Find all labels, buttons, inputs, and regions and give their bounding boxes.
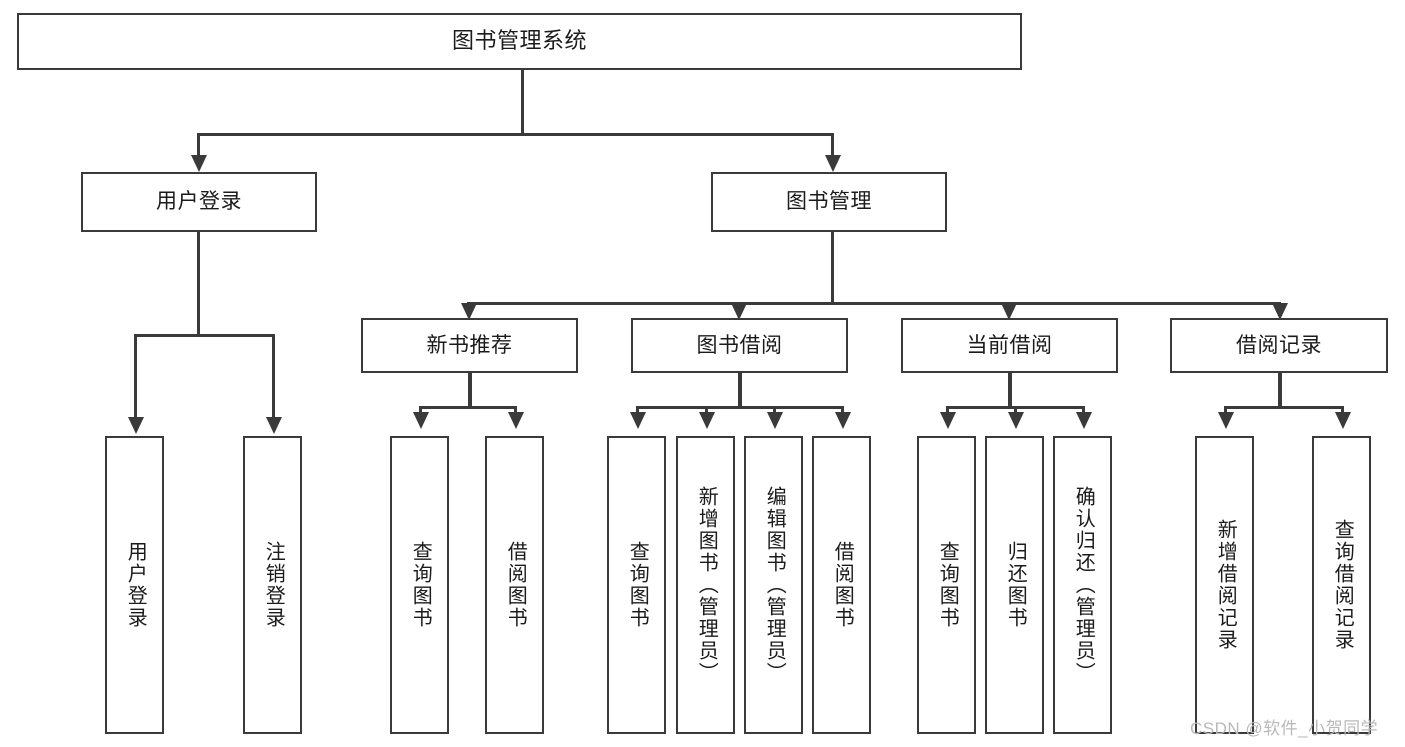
arrow-current-borrow-to-leaf-1 [940,412,956,429]
edge-root-to-book-manage [831,133,834,158]
arrow-current-borrow-to-leaf-3 [1076,412,1092,429]
edge-book-borrow-stem [738,373,742,409]
leaf-return-book-label: 归还图书 [1004,541,1027,629]
node-book-borrow-label: 图书借阅 [696,333,783,357]
leaf-borrow-book-1[interactable]: 借阅图书 [485,436,544,734]
leaf-edit-book[interactable]: 编辑图书（管理员） [744,436,803,734]
edge-user-login-to-leaf-2 [272,334,275,419]
arrow-root-to-book-manage [825,155,841,172]
edge-book-borrow-to-leaf-2 [705,406,708,417]
edge-book-manage-stem [831,232,834,305]
edge-book-manage-bus [467,302,1281,305]
node-book-borrow[interactable]: 图书借阅 [631,318,848,373]
edge-root-bus [197,133,834,136]
arrow-user-login-to-leaf-1 [128,417,144,434]
leaf-user-logout-label: 注销登录 [262,541,285,629]
leaf-return-book[interactable]: 归还图书 [985,436,1044,734]
node-user-login-label: 用户登录 [156,190,242,214]
leaf-add-book-label: 新增图书（管理员） [695,486,718,684]
arrow-book-borrow-to-leaf-3 [767,412,783,429]
leaf-borrow-book-2-label: 借阅图书 [831,541,854,629]
node-new-book-recommend[interactable]: 新书推荐 [361,318,578,373]
edge-user-login-to-leaf-1 [134,334,137,419]
edge-book-borrow-to-leaf-3 [773,406,776,417]
node-borrow-record-label: 借阅记录 [1236,333,1322,357]
arrow-borrow-record-to-leaf-1 [1218,412,1234,429]
leaf-query-book-3[interactable]: 查询图书 [917,436,976,734]
edge-book-borrow-to-leaf-4 [841,406,844,417]
leaf-query-book-3-label: 查询图书 [936,541,959,629]
edge-root-stem [521,70,524,135]
leaf-query-record-label: 查询借阅记录 [1331,519,1354,651]
arrow-book-manage-to-l2-3 [1001,303,1017,320]
arrow-borrow-record-to-leaf-2 [1335,412,1351,429]
leaf-query-book-1[interactable]: 查询图书 [390,436,449,734]
edge-borrow-record-to-leaf-1 [1224,406,1227,417]
edge-new-book-to-leaf-2 [514,406,517,417]
edge-new-book-stem [468,373,472,409]
arrow-new-book-to-leaf-1 [413,412,429,429]
leaf-confirm-return[interactable]: 确认归还（管理员） [1053,436,1112,734]
leaf-borrow-book-1-label: 借阅图书 [504,541,527,629]
leaf-confirm-return-label: 确认归还（管理员） [1072,486,1095,684]
edge-borrow-record-stem [1278,373,1282,409]
node-book-manage[interactable]: 图书管理 [711,172,947,232]
edge-user-login-stem [197,232,200,337]
edge-current-borrow-to-leaf-2 [1014,406,1017,417]
arrow-book-borrow-to-leaf-1 [630,412,646,429]
arrow-root-to-user-login [191,155,207,172]
edge-book-borrow-bus [636,406,843,409]
leaf-query-record[interactable]: 查询借阅记录 [1312,436,1371,734]
edge-root-to-user-login [197,133,200,158]
edge-new-book-bus [419,406,517,409]
leaf-user-logout[interactable]: 注销登录 [243,436,302,734]
arrow-book-manage-to-l2-1 [461,303,477,320]
arrow-book-borrow-to-leaf-2 [699,412,715,429]
leaf-query-book-1-label: 查询图书 [409,541,432,629]
edge-borrow-record-bus [1224,406,1343,409]
node-current-borrow[interactable]: 当前借阅 [901,318,1118,373]
leaf-edit-book-label: 编辑图书（管理员） [763,486,786,684]
edge-book-borrow-to-leaf-1 [636,406,639,417]
leaf-user-login[interactable]: 用户登录 [105,436,164,734]
edge-borrow-record-to-leaf-2 [1341,406,1344,417]
arrow-book-borrow-to-leaf-4 [835,412,851,429]
arrow-book-manage-to-l2-4 [1272,303,1288,320]
node-root[interactable]: 图书管理系统 [17,13,1022,70]
leaf-borrow-book-2[interactable]: 借阅图书 [812,436,871,734]
edge-new-book-to-leaf-1 [419,406,422,417]
node-borrow-record[interactable]: 借阅记录 [1170,318,1388,373]
node-user-login[interactable]: 用户登录 [81,172,317,232]
leaf-query-book-2[interactable]: 查询图书 [607,436,666,734]
leaf-add-record[interactable]: 新增借阅记录 [1195,436,1254,734]
arrow-new-book-to-leaf-2 [508,412,524,429]
leaf-add-record-label: 新增借阅记录 [1214,519,1237,651]
node-new-book-recommend-label: 新书推荐 [426,333,513,357]
edge-current-borrow-to-leaf-1 [946,406,949,417]
arrow-book-manage-to-l2-2 [731,303,747,320]
edge-current-borrow-stem [1008,373,1012,409]
leaf-query-book-2-label: 查询图书 [626,541,649,629]
edge-user-login-bus [134,334,275,337]
node-root-label: 图书管理系统 [451,28,587,54]
node-book-manage-label: 图书管理 [786,190,872,214]
node-current-borrow-label: 当前借阅 [966,333,1053,357]
leaf-user-login-label: 用户登录 [124,541,147,629]
leaf-add-book[interactable]: 新增图书（管理员） [676,436,735,734]
arrow-user-login-to-leaf-2 [266,417,282,434]
arrow-current-borrow-to-leaf-2 [1008,412,1024,429]
edge-current-borrow-to-leaf-3 [1082,406,1085,417]
